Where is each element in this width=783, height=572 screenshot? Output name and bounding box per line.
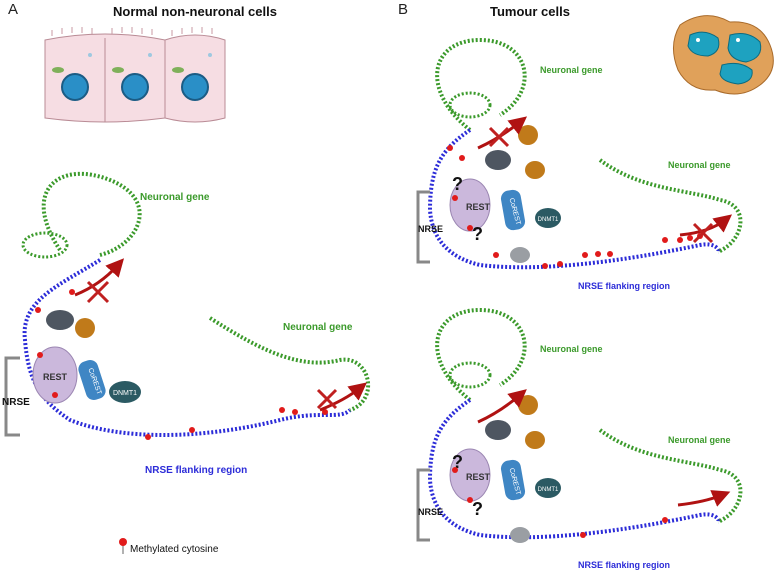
neuronal-gene-label-a1: Neuronal gene bbox=[140, 192, 210, 203]
corest-protein-b2 bbox=[500, 459, 526, 501]
unknown-mark-b2a: ? bbox=[452, 452, 463, 472]
corest-protein-a bbox=[78, 359, 106, 401]
tumour-cells-illustration bbox=[673, 15, 774, 95]
nrse-label-a: NRSE bbox=[2, 397, 30, 408]
corepressor-orange-a bbox=[75, 318, 95, 338]
nrse-flanking-label-b1: NRSE flanking region bbox=[578, 281, 670, 291]
panel-b-letter: B bbox=[398, 1, 408, 18]
panel-b-top-diagram: REST CoREST DNMT1 ? ? NRSE Neuronal gene… bbox=[416, 37, 743, 291]
normal-cells-illustration bbox=[44, 27, 226, 123]
nrse-bracket-a bbox=[4, 356, 20, 437]
panel-b-bottom-diagram: REST CoREST DNMT1 ? ? NRSE Neuronal gene… bbox=[416, 307, 743, 570]
dnmt1-protein-a bbox=[109, 381, 141, 403]
neuronal-gene-loop-a bbox=[41, 171, 142, 257]
dnmt1-protein-b1 bbox=[535, 208, 561, 228]
panel-a-title: Normal non-neuronal cells bbox=[113, 4, 277, 19]
dnmt1-protein-b2 bbox=[535, 478, 561, 498]
neuronal-gene-label-b1b: Neuronal gene bbox=[668, 160, 731, 170]
rest-label-b1: REST bbox=[466, 202, 491, 212]
nrse-flanking-label-b2: NRSE flanking region bbox=[578, 560, 670, 570]
panel-b-title: Tumour cells bbox=[490, 4, 570, 19]
unknown-mark-b2b: ? bbox=[472, 499, 483, 519]
panel-a-letter: A bbox=[8, 1, 18, 18]
neuronal-gene-tail-a bbox=[208, 316, 370, 412]
corepressor-grey-a bbox=[46, 310, 74, 330]
neuronal-gene-label-b2b: Neuronal gene bbox=[668, 435, 731, 445]
unknown-mark-b1b: ? bbox=[472, 224, 483, 244]
nrse-flanking-label-a: NRSE flanking region bbox=[145, 465, 247, 476]
neuronal-gene-label-a2: Neuronal gene bbox=[283, 322, 353, 333]
nrse-label-b1: NRSE bbox=[418, 224, 443, 234]
rest-label-b2: REST bbox=[466, 472, 491, 482]
dnmt1-label-a: DNMT1 bbox=[113, 390, 137, 397]
corest-protein-b1 bbox=[500, 189, 526, 231]
panel-a-diagram: REST CoREST DNMT1 NRSE Neuronal gene Neu… bbox=[2, 171, 370, 476]
neuronal-gene-label-b2a: Neuronal gene bbox=[540, 344, 603, 354]
dnmt1-label-b2: DNMT1 bbox=[538, 487, 559, 493]
dnmt1-label-b1: DNMT1 bbox=[538, 217, 559, 223]
methyl-pin-icon bbox=[119, 538, 127, 546]
rest-label-a: REST bbox=[43, 372, 68, 382]
nrse-label-b2: NRSE bbox=[418, 507, 443, 517]
unknown-mark-b1a: ? bbox=[452, 174, 463, 194]
legend: Methylated cytosine bbox=[119, 538, 219, 555]
legend-methylated-cytosine: Methylated cytosine bbox=[130, 544, 219, 555]
neuronal-gene-label-b1a: Neuronal gene bbox=[540, 65, 603, 75]
rest-protein-a bbox=[32, 346, 78, 404]
nrse-flanking-dna-a bbox=[22, 258, 352, 437]
methyl-marks-a bbox=[35, 289, 328, 440]
